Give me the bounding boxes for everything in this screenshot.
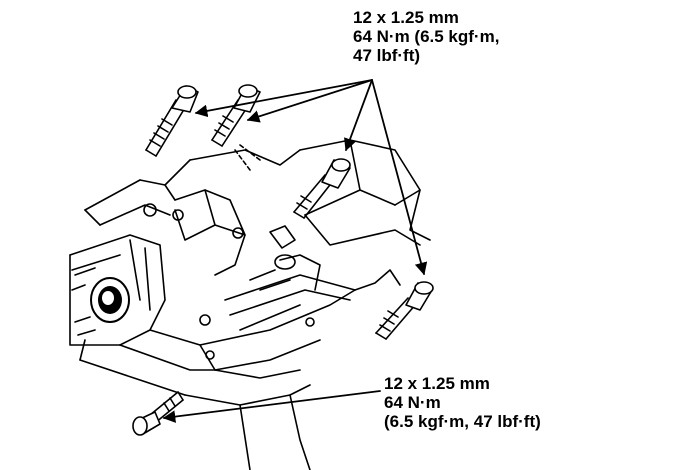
callout-bottom-torque-alt: (6.5 kgf·m, 47 lbf·ft) <box>384 412 541 431</box>
callout-bottom-size: 12 x 1.25 mm <box>384 374 490 393</box>
bolt-right-upper <box>293 158 351 219</box>
bolt-right-lower <box>375 281 434 340</box>
bolt-top-left <box>145 85 199 157</box>
leader-lines-top <box>194 79 428 276</box>
callout-top-size: 12 x 1.25 mm <box>353 8 459 27</box>
callout-top-torque: 64 N·m (6.5 kgf·m, <box>353 27 500 46</box>
torque-callout-bottom: 12 x 1.25 mm 64 N·m (6.5 kgf·m, 47 lbf·f… <box>384 374 541 431</box>
bolt-bottom <box>132 391 184 436</box>
bolt-top-middle <box>211 84 261 147</box>
torque-callout-top: 12 x 1.25 mm 64 N·m (6.5 kgf·m, 47 lbf·f… <box>353 8 499 65</box>
leader-line-bottom <box>162 390 381 423</box>
callout-bottom-torque: 64 N·m <box>384 393 441 412</box>
engine-housing <box>69 139 431 470</box>
callout-top-torque-imperial: 47 lbf·ft) <box>353 46 421 65</box>
